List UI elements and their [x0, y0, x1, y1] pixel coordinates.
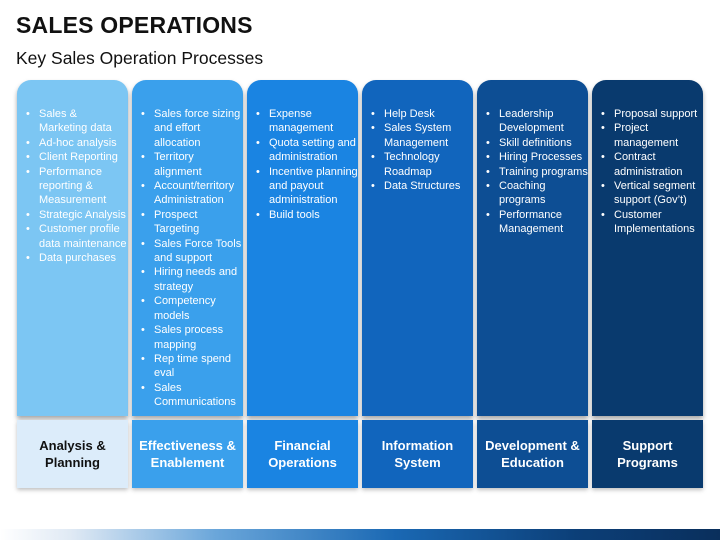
list-item: Customer Implementations	[601, 208, 703, 237]
item-list: Sales & Marketing dataAd-hoc analysisCli…	[17, 107, 128, 266]
list-item: Leadership Development	[486, 107, 588, 136]
list-item: Ad-hoc analysis	[26, 136, 128, 151]
column-body: Expense managementQuota setting and admi…	[247, 80, 358, 416]
page-title: SALES OPERATIONS	[16, 12, 253, 38]
column-label: Effectiveness & Enablement	[132, 420, 243, 488]
list-item: Vertical segment support (Gov’t)	[601, 179, 703, 208]
list-item: Sales System Management	[371, 121, 473, 150]
list-item: Sales Force Tools and support	[141, 237, 243, 266]
column-body: Help DeskSales System ManagementTechnolo…	[362, 80, 473, 416]
column-body: Proposal supportProject managementContra…	[592, 80, 703, 416]
list-item: Incentive planning and payout administra…	[256, 165, 358, 208]
list-item: Competency models	[141, 294, 243, 323]
list-item: Hiring needs and strategy	[141, 265, 243, 294]
list-item: Strategic Analysis	[26, 208, 128, 223]
list-item: Performance Management	[486, 208, 588, 237]
item-list: Proposal supportProject managementContra…	[592, 107, 703, 237]
list-item: Prospect Targeting	[141, 208, 243, 237]
column-analysis-planning: Sales & Marketing dataAd-hoc analysisCli…	[17, 80, 128, 490]
list-item: Expense management	[256, 107, 358, 136]
footer-gradient-bar	[0, 529, 720, 540]
list-item: Hiring Processes	[486, 150, 588, 165]
column-body: Leadership DevelopmentSkill definitionsH…	[477, 80, 588, 416]
column-development-education: Leadership DevelopmentSkill definitionsH…	[477, 80, 588, 490]
list-item: Help Desk	[371, 107, 473, 122]
list-item: Training programs	[486, 165, 588, 180]
list-item: Data Structures	[371, 179, 473, 194]
column-financial-operations: Expense managementQuota setting and admi…	[247, 80, 358, 490]
list-item: Customer profile data maintenance	[26, 222, 128, 251]
column-support-programs: Proposal supportProject managementContra…	[592, 80, 703, 490]
column-label: Analysis & Planning	[17, 420, 128, 488]
list-item: Quota setting and administration	[256, 136, 358, 165]
process-columns: Sales & Marketing dataAd-hoc analysisCli…	[17, 80, 703, 490]
list-item: Contract administration	[601, 150, 703, 179]
list-item: Project management	[601, 121, 703, 150]
list-item: Sales force sizing and effort allocation	[141, 107, 243, 150]
list-item: Rep time spend eval	[141, 352, 243, 381]
list-item: Technology Roadmap	[371, 150, 473, 179]
item-list: Help DeskSales System ManagementTechnolo…	[362, 107, 473, 194]
column-body: Sales force sizing and effort allocation…	[132, 80, 243, 416]
list-item: Build tools	[256, 208, 358, 223]
column-label: Information System	[362, 420, 473, 488]
item-list: Sales force sizing and effort allocation…	[132, 107, 243, 410]
column-effectiveness-enablement: Sales force sizing and effort allocation…	[132, 80, 243, 490]
list-item: Sales process mapping	[141, 323, 243, 352]
column-information-system: Help DeskSales System ManagementTechnolo…	[362, 80, 473, 490]
list-item: Sales Communications	[141, 381, 243, 410]
list-item: Proposal support	[601, 107, 703, 122]
list-item: Performance reporting & Measurement	[26, 165, 128, 208]
column-body: Sales & Marketing dataAd-hoc analysisCli…	[17, 80, 128, 416]
item-list: Leadership DevelopmentSkill definitionsH…	[477, 107, 588, 237]
list-item: Account/territory Administration	[141, 179, 243, 208]
list-item: Skill definitions	[486, 136, 588, 151]
list-item: Coaching programs	[486, 179, 588, 208]
column-label: Support Programs	[592, 420, 703, 488]
list-item: Sales & Marketing data	[26, 107, 128, 136]
list-item: Client Reporting	[26, 150, 128, 165]
item-list: Expense managementQuota setting and admi…	[247, 107, 358, 223]
column-label: Financial Operations	[247, 420, 358, 488]
column-label: Development & Education	[477, 420, 588, 488]
list-item: Territory alignment	[141, 150, 243, 179]
page-subtitle: Key Sales Operation Processes	[16, 48, 264, 68]
list-item: Data purchases	[26, 251, 128, 266]
